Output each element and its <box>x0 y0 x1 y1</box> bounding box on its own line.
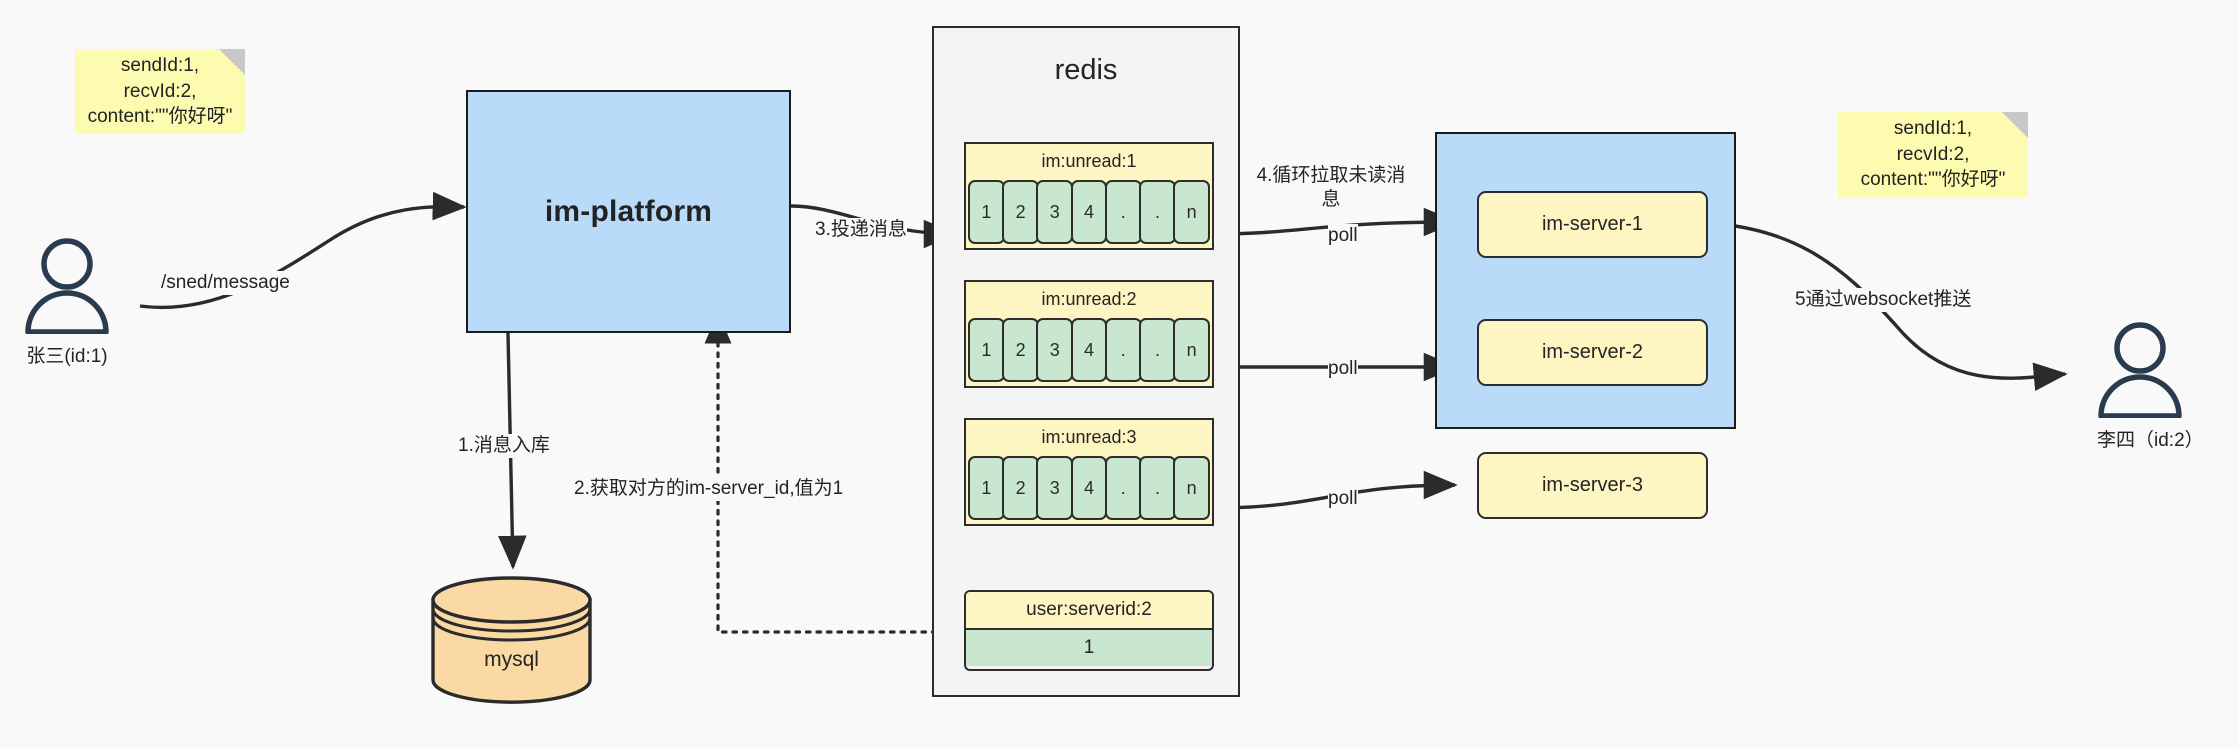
redis-queue-2-key: im:unread:2 <box>1041 289 1137 309</box>
queue-cell: 3 <box>1036 180 1074 244</box>
queue-cell: 2 <box>1002 318 1039 382</box>
queue-cell: n <box>1173 180 1211 244</box>
person-receiver-caption: 李四（id:2） <box>2097 430 2204 451</box>
redis-queue-2: im:unread:2 1 2 3 4 . . n <box>964 280 1214 388</box>
queue-cell: . <box>1139 180 1176 244</box>
queue-cell: 2 <box>1002 180 1039 244</box>
queue-cell: 4 <box>1070 456 1108 520</box>
redis-queue-3: im:unread:3 1 2 3 4 . . n <box>964 418 1214 526</box>
queue-cell: . <box>1104 180 1142 244</box>
queue-cell: 3 <box>1036 318 1074 382</box>
queue-cell: 4 <box>1070 318 1108 382</box>
person-sender: 张三(id:1) <box>24 238 110 367</box>
edge-label-send-message: /sned/message <box>161 271 290 296</box>
im-server-2-box[interactable]: im-server-2 <box>1477 319 1708 386</box>
edge-label-step3: 3.投递消息 <box>815 218 907 243</box>
person-icon <box>25 238 109 335</box>
im-platform-box[interactable]: im-platform <box>466 90 791 333</box>
redis-container: redis im:unread:1 1 2 3 4 . . n im:unrea… <box>932 26 1240 697</box>
queue-cell: . <box>1104 318 1142 382</box>
redis-queue-1: im:unread:1 1 2 3 4 . . n <box>964 142 1214 250</box>
redis-kv-value: 1 <box>966 628 1212 666</box>
redis-title: redis <box>1054 54 1118 86</box>
redis-queue-1-cells: 1 2 3 4 . . n <box>968 180 1211 244</box>
edge-label-poll-2: poll <box>1328 357 1358 382</box>
redis-queue-2-cells: 1 2 3 4 . . n <box>968 318 1211 382</box>
edge-label-poll-3: poll <box>1328 487 1358 512</box>
im-platform-label: im-platform <box>544 194 713 228</box>
redis-kv-key: user:serverid:2 <box>966 592 1212 628</box>
im-server-1-label: im-server-1 <box>1541 213 1644 235</box>
queue-cell: 1 <box>968 456 1005 520</box>
edge-label-poll-1: poll <box>1328 224 1358 249</box>
person-icon <box>2098 322 2182 419</box>
redis-queue-3-cells: 1 2 3 4 . . n <box>968 456 1211 520</box>
note-left: sendId:1, recvId:2, content:""你好呀" <box>75 49 245 134</box>
mysql-database[interactable]: mysql <box>430 576 593 704</box>
edge-label-step2: 2.获取对方的im-server_id,值为1 <box>574 477 844 502</box>
note-right: sendId:1, recvId:2, content:""你好呀" <box>1838 112 2028 197</box>
redis-queue-1-key: im:unread:1 <box>1041 151 1137 171</box>
queue-cell: . <box>1139 456 1176 520</box>
edge-label-step5: 5通过websocket推送 <box>1795 288 1972 313</box>
im-server-3-label: im-server-3 <box>1541 474 1644 496</box>
queue-cell: n <box>1173 318 1211 382</box>
queue-cell: n <box>1173 456 1211 520</box>
edge-label-step4: 4.循环拉取未读消 息 <box>1255 164 1407 213</box>
person-receiver: 李四（id:2） <box>2097 322 2204 451</box>
edge-redis-kv-to-platform <box>704 311 959 634</box>
im-server-1-box[interactable]: im-server-1 <box>1477 191 1708 258</box>
mysql-label: mysql <box>484 647 539 671</box>
queue-cell: 2 <box>1002 456 1039 520</box>
queue-cell: 1 <box>968 318 1005 382</box>
database-cylinder-icon <box>431 576 592 704</box>
note-left-text: sendId:1, recvId:2, content:""你好呀" <box>87 55 233 128</box>
edge-label-step1: 1.消息入库 <box>458 434 550 459</box>
queue-cell: 1 <box>968 180 1005 244</box>
note-fold-icon <box>2002 112 2028 138</box>
redis-queue-3-key: im:unread:3 <box>1041 427 1137 447</box>
queue-cell: 3 <box>1036 456 1074 520</box>
queue-cell: 4 <box>1070 180 1108 244</box>
note-right-text: sendId:1, recvId:2, content:""你好呀" <box>1860 118 2006 191</box>
note-fold-icon <box>219 49 245 75</box>
im-server-3-box[interactable]: im-server-3 <box>1477 452 1708 519</box>
im-server-2-label: im-server-2 <box>1541 341 1644 363</box>
queue-cell: . <box>1104 456 1142 520</box>
person-sender-caption: 张三(id:1) <box>26 346 108 367</box>
queue-cell: . <box>1139 318 1176 382</box>
redis-kv-user-serverid: user:serverid:2 1 <box>964 590 1214 671</box>
